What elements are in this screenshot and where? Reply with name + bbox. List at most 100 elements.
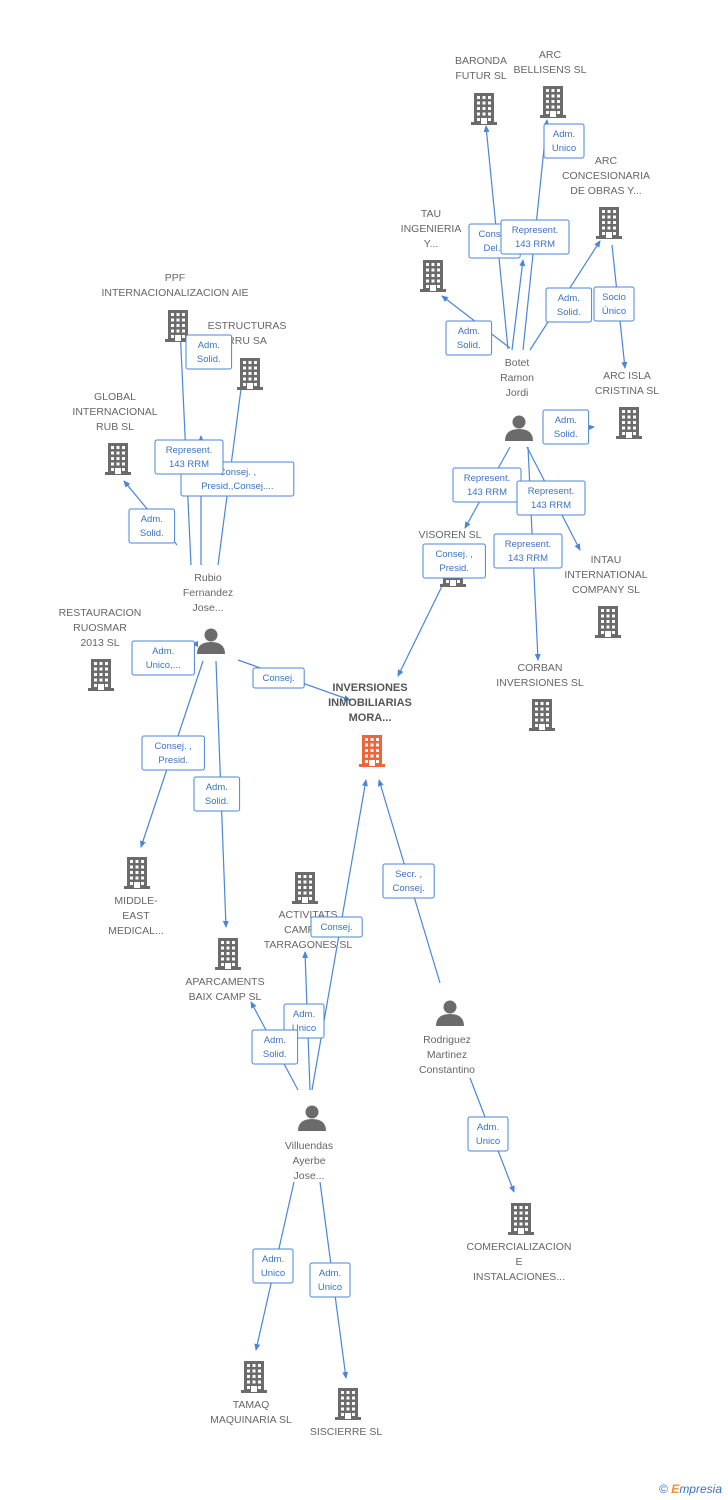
node-label: MAQUINARIA SL bbox=[210, 1414, 292, 1426]
building-icon bbox=[241, 1361, 267, 1393]
relation-label-rubio-restauracion[interactable]: Adm.Unico,... bbox=[131, 640, 195, 676]
relation-label-rubio-aparcaments[interactable]: Adm.Solid. bbox=[193, 776, 241, 812]
relation-label-text: Unico bbox=[552, 143, 576, 154]
node-label: ESTRUCTURAS bbox=[208, 320, 287, 332]
relation-label-villuendas-siscierre[interactable]: Adm.Unico bbox=[309, 1262, 351, 1298]
building-icon bbox=[124, 857, 150, 889]
node-label: RUB SL bbox=[96, 421, 134, 433]
relation-label-text: Unico,... bbox=[146, 660, 181, 671]
relation-label-text: Consej. bbox=[262, 673, 294, 684]
node-label: Jordi bbox=[506, 387, 529, 399]
relation-labels-layer: Adm.Solid.Consej. ,Presid.,Consej....Adm… bbox=[128, 123, 635, 1298]
relation-label-text: Secr. , bbox=[395, 869, 422, 880]
relation-label-text: Represent. bbox=[464, 473, 510, 484]
node-middle[interactable]: MIDDLE-EASTMEDICAL... bbox=[108, 857, 164, 937]
relation-label-botet-tau[interactable]: Adm.Solid. bbox=[445, 320, 493, 356]
relation-label-text: Adm. bbox=[141, 514, 163, 525]
relation-label-villuendas-tamaq[interactable]: Adm.Unico bbox=[252, 1248, 294, 1284]
node-label: INTERNATIONAL bbox=[564, 569, 647, 581]
brand-logo-letter: E bbox=[671, 1482, 680, 1496]
relation-label-botet-corban[interactable]: Represent.143 RRM bbox=[493, 533, 563, 569]
person-icon bbox=[505, 415, 533, 441]
relation-label-botet-arcconcesionaria[interactable]: Adm.Solid. bbox=[545, 287, 593, 323]
node-label: RUOSMAR bbox=[73, 622, 127, 634]
node-label: Jose... bbox=[193, 602, 224, 614]
node-label: MIDDLE- bbox=[114, 895, 158, 907]
relation-label-text: 143 RRM bbox=[515, 239, 555, 250]
node-label: PPF bbox=[165, 272, 185, 284]
node-label: BELLISENS SL bbox=[514, 64, 587, 76]
relation-label-text: Solid. bbox=[140, 528, 164, 539]
relation-label-text: Solid. bbox=[263, 1049, 287, 1060]
relation-label-botet-baronda[interactable]: Represent.143 RRM bbox=[500, 219, 570, 255]
relation-label-rodriguez-inversiones[interactable]: Secr. ,Consej. bbox=[382, 863, 435, 899]
building-icon bbox=[529, 699, 555, 731]
node-comercializacion[interactable]: COMERCIALIZACIONEINSTALACIONES... bbox=[466, 1203, 572, 1283]
relation-label-rubio-ppf[interactable]: Adm.Solid. bbox=[185, 334, 233, 370]
copyright-symbol: © bbox=[659, 1482, 668, 1496]
node-label: EAST bbox=[122, 910, 150, 922]
relation-label-botet-visoren[interactable]: Represent.143 RRM bbox=[452, 467, 522, 503]
relation-label-text: Consej. bbox=[478, 229, 510, 240]
relation-label-text: Adm. bbox=[319, 1268, 341, 1279]
relation-label-villuendas-aparcaments[interactable]: Adm.Solid. bbox=[251, 1029, 299, 1065]
node-label: Fernandez bbox=[183, 587, 233, 599]
relation-label-text: Consej. , bbox=[435, 549, 473, 560]
relation-label-text: Unico bbox=[261, 1268, 285, 1279]
relation-label-text: Adm. bbox=[555, 415, 577, 426]
relation-label-text: Adm. bbox=[293, 1009, 315, 1020]
brand-logo-text: mpresia bbox=[679, 1482, 722, 1496]
node-label: ARC bbox=[595, 155, 618, 167]
building-icon bbox=[105, 443, 131, 475]
building-icon bbox=[88, 659, 114, 691]
relation-label-rubio-inversiones[interactable]: Consej. bbox=[252, 667, 305, 689]
node-inversiones[interactable]: INVERSIONESINMOBILIARIASMORA... bbox=[328, 682, 412, 767]
relation-label-rubio-middle[interactable]: Consej. ,Presid. bbox=[141, 735, 205, 771]
building-icon bbox=[335, 1388, 361, 1420]
relation-label-text: Solid. bbox=[197, 354, 221, 365]
relation-label-text: Adm. bbox=[206, 782, 228, 793]
node-label: FUTUR SL bbox=[455, 70, 506, 82]
relation-label-visoren-inversiones[interactable]: Consej. ,Presid. bbox=[422, 543, 486, 579]
node-label: Ayerbe bbox=[292, 1155, 325, 1167]
relation-label-botet-arcbellisens[interactable]: Adm.Unico bbox=[543, 123, 585, 159]
relation-label-botet-intau[interactable]: Represent.143 RRM bbox=[516, 480, 586, 516]
relation-label-text: Consej. bbox=[320, 922, 352, 933]
node-label: TAU bbox=[421, 208, 441, 220]
relation-label-villuendas-inversiones[interactable]: Consej. bbox=[310, 916, 363, 938]
empresia-credit[interactable]: © Empresia bbox=[659, 1482, 722, 1496]
node-rubio[interactable]: RubioFernandezJose... bbox=[183, 572, 233, 654]
relation-label-rodriguez-comercializacion[interactable]: Adm.Unico bbox=[467, 1116, 509, 1152]
node-siscierre[interactable]: SISCIERRE SL bbox=[310, 1388, 383, 1438]
node-label: Rodriguez bbox=[423, 1034, 471, 1046]
relation-label-text: Unico bbox=[476, 1136, 500, 1147]
relation-label-botet-arcisla[interactable]: Adm.Solid. bbox=[542, 409, 590, 445]
person-icon bbox=[298, 1105, 326, 1131]
node-label: INVERSIONES SL bbox=[496, 677, 584, 689]
relation-label-text: 143 RRM bbox=[169, 459, 209, 470]
node-tau[interactable]: TAUINGENIERIAY... bbox=[401, 208, 462, 292]
relation-label-rubio-global[interactable]: Adm. Solid. bbox=[128, 508, 176, 544]
building-icon bbox=[508, 1203, 534, 1235]
node-label: INMOBILIARIAS bbox=[328, 697, 412, 709]
relation-label-rubio-ppf[interactable]: Represent.143 RRM bbox=[154, 439, 224, 475]
node-villuendas[interactable]: VilluendasAyerbeJose... bbox=[285, 1105, 333, 1183]
node-label: Rubio bbox=[194, 572, 222, 584]
